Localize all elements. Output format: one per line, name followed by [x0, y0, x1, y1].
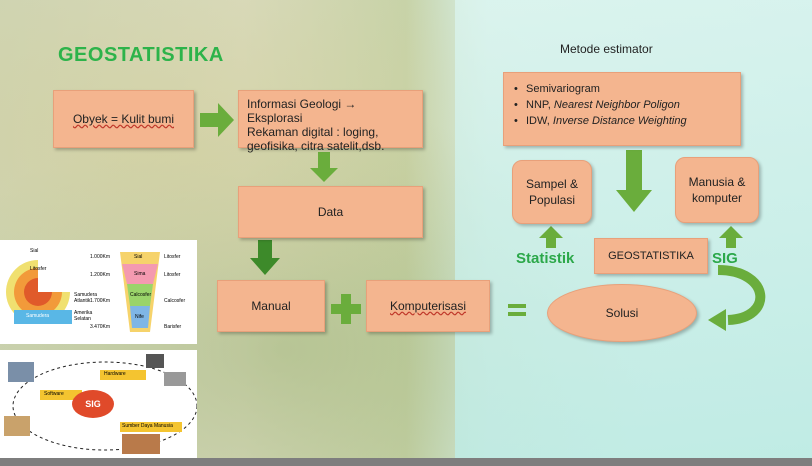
- boxes-icon: [4, 416, 30, 436]
- hardware-label: Hardware: [104, 371, 126, 377]
- sdm-label: Sumber Daya Manusia: [122, 423, 173, 429]
- manusia-line1: Manusia &: [688, 175, 746, 189]
- depth-label: 3.470Km: [90, 324, 111, 330]
- informasi-line1: Informasi Geologi → Eksplorasi: [247, 97, 357, 125]
- komputerisasi-box: Komputerisasi: [366, 280, 490, 332]
- arrow-data-manual: [250, 240, 280, 275]
- curved-arrow-head: [708, 309, 726, 331]
- layer-label: Litosfer: [164, 272, 181, 278]
- caption-label: Samudera Atlantik: [74, 292, 98, 304]
- depth-label: 1.000Km: [90, 254, 111, 260]
- sampel-line2: Populasi: [528, 193, 576, 207]
- caption-label: Samudera: [26, 313, 50, 319]
- layer-cone-nife: [130, 306, 150, 328]
- layer-label: Litosfer: [30, 266, 47, 272]
- plus-icon-h: [331, 304, 361, 314]
- statistik-label: Statistik: [516, 250, 575, 267]
- arrow-obyek-informasi: [200, 103, 234, 137]
- informasi-box: Informasi Geologi → Eksplorasi Rekaman d…: [238, 90, 423, 153]
- geostatistika-text: GEOSTATISTIKA: [608, 250, 694, 262]
- sig-diagram: [4, 354, 197, 454]
- method-item: IDW, Inverse Distance Weighting: [514, 113, 734, 129]
- layer-label: Nife: [135, 314, 144, 320]
- earth-cut: [38, 260, 78, 292]
- sig-label: SIG: [712, 250, 738, 267]
- bottom-bar: [0, 458, 812, 466]
- methods-heading: Metode estimator: [560, 42, 653, 56]
- layer-label: Calcosfer: [164, 298, 186, 304]
- data-box: Data: [238, 186, 423, 238]
- monitor-icon: [146, 354, 164, 368]
- arrow-up-sampel: [539, 226, 563, 248]
- sdm-tab: [120, 422, 182, 432]
- ocean-band: [14, 310, 72, 324]
- methods-box: Semivariogram NNP, Nearest Neighbor Poli…: [503, 72, 741, 146]
- obyek-box: Obyek = Kulit bumi: [53, 90, 194, 148]
- software-label: Software: [44, 391, 64, 397]
- caption-label: Amerika Selatan: [74, 310, 93, 322]
- layer-label: Barisfer: [164, 324, 182, 330]
- methods-list: Semivariogram NNP, Nearest Neighbor Poli…: [510, 81, 734, 129]
- layer-label: Litosfer: [164, 254, 181, 260]
- layer-label: Sial: [134, 254, 143, 260]
- page-title: GEOSTATISTIKA: [58, 44, 224, 66]
- manual-box: Manual: [217, 280, 325, 332]
- obyek-text: Obyek = Kulit bumi: [72, 112, 175, 126]
- sampel-line1: Sampel &: [525, 177, 579, 191]
- earth-diagram: [6, 252, 160, 332]
- solusi-ellipse: Solusi: [547, 284, 697, 342]
- method-item: Semivariogram: [514, 81, 734, 97]
- hardware-tab: [100, 370, 146, 380]
- layer-label: Sial: [30, 248, 39, 254]
- layer-label: Sima: [134, 271, 146, 277]
- sampel-box: Sampel & Populasi: [512, 160, 592, 224]
- manusia-line2: komputer: [691, 191, 743, 205]
- geostatistika-box: GEOSTATISTIKA: [594, 238, 708, 274]
- arrow-methods-geostatistika: [616, 150, 652, 212]
- informasi-line3: geofisika, citra satelit,dsb.: [247, 139, 385, 153]
- layer-cone-calco: [127, 284, 153, 306]
- sig-components-panel: SIG Hardware Software Sumber Daya Manusi…: [0, 350, 197, 458]
- equals-icon-bottom: [508, 312, 526, 316]
- software-tab: [40, 390, 82, 400]
- depth-label: 1.700Km: [90, 298, 111, 304]
- komputerisasi-text: Komputerisasi: [389, 299, 467, 313]
- data-text: Data: [317, 205, 344, 219]
- layer-cone-sima: [122, 264, 158, 284]
- arrow-informasi-data: [310, 152, 338, 182]
- sig-center-text: SIG: [85, 399, 101, 409]
- manusia-box: Manusia & komputer: [675, 157, 759, 223]
- computer-icon: [8, 362, 34, 382]
- manual-text: Manual: [251, 299, 291, 313]
- depth-label: 1.200Km: [90, 272, 111, 278]
- equals-icon-top: [508, 304, 526, 308]
- informasi-line2: Rekaman digital : loging,: [247, 125, 379, 139]
- method-item: NNP, Nearest Neighbor Poligon: [514, 97, 734, 113]
- layer-label: Calcosfer: [130, 292, 152, 298]
- sig-center-badge: SIG: [72, 390, 114, 418]
- sig-orbit: [12, 361, 197, 451]
- arrow-up-manusia: [719, 226, 743, 248]
- solusi-text: Solusi: [605, 306, 639, 320]
- printer-icon: [164, 372, 186, 386]
- curved-arrow-sig-solusi: [717, 265, 766, 325]
- people-icon: [122, 434, 160, 454]
- earth-layers-panel: 1.000Km 1.200Km 1.700Km 3.470Km Sial Lit…: [0, 240, 197, 344]
